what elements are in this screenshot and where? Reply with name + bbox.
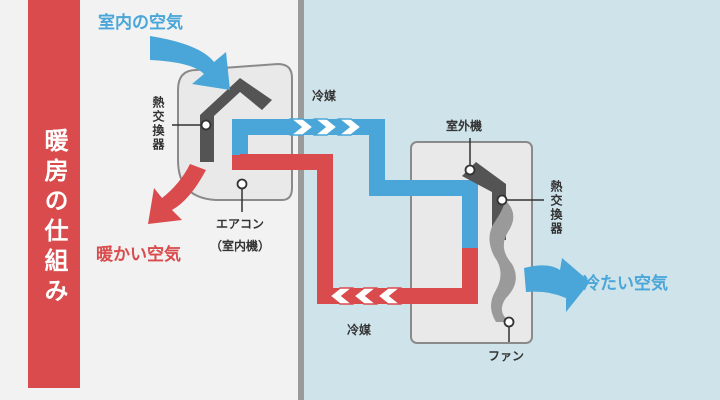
heat-exchanger-indoor-icon — [200, 78, 272, 162]
indoor-air-arrow — [150, 36, 230, 90]
label-warm-air: 暖かい空気 — [96, 244, 181, 265]
title-band — [28, 0, 80, 388]
warm-air-arrow — [148, 164, 206, 224]
label-aircon-sub: （室内機） — [210, 238, 270, 253]
wall-divider — [298, 0, 304, 400]
label-heat-exchanger-indoor: 熱交換器 — [151, 95, 165, 152]
refrigerant-flow-arrows-top — [288, 118, 363, 136]
label-outdoor-unit: 室外機 — [446, 118, 482, 133]
label-heat-exchanger-outdoor: 熱交換器 — [549, 179, 563, 236]
refrigerant-pipe-hot — [232, 154, 478, 304]
label-fan: ファン — [488, 349, 524, 363]
refrigerant-flow-arrows-bottom — [328, 287, 403, 305]
cool-air-arrow — [524, 258, 590, 312]
label-refrigerant-bottom: 冷媒 — [347, 322, 372, 337]
label-cool-air: 冷たい空気 — [583, 273, 668, 294]
fan-icon — [489, 200, 516, 322]
label-indoor-air: 室内の空気 — [98, 12, 183, 33]
label-refrigerant-top: 冷媒 — [312, 88, 337, 103]
refrigerant-pipe-cold — [232, 119, 478, 254]
heat-exchanger-outdoor-icon — [462, 162, 506, 240]
label-aircon: エアコン — [216, 217, 264, 231]
diagram-title: 暖房の仕組み — [40, 128, 69, 308]
